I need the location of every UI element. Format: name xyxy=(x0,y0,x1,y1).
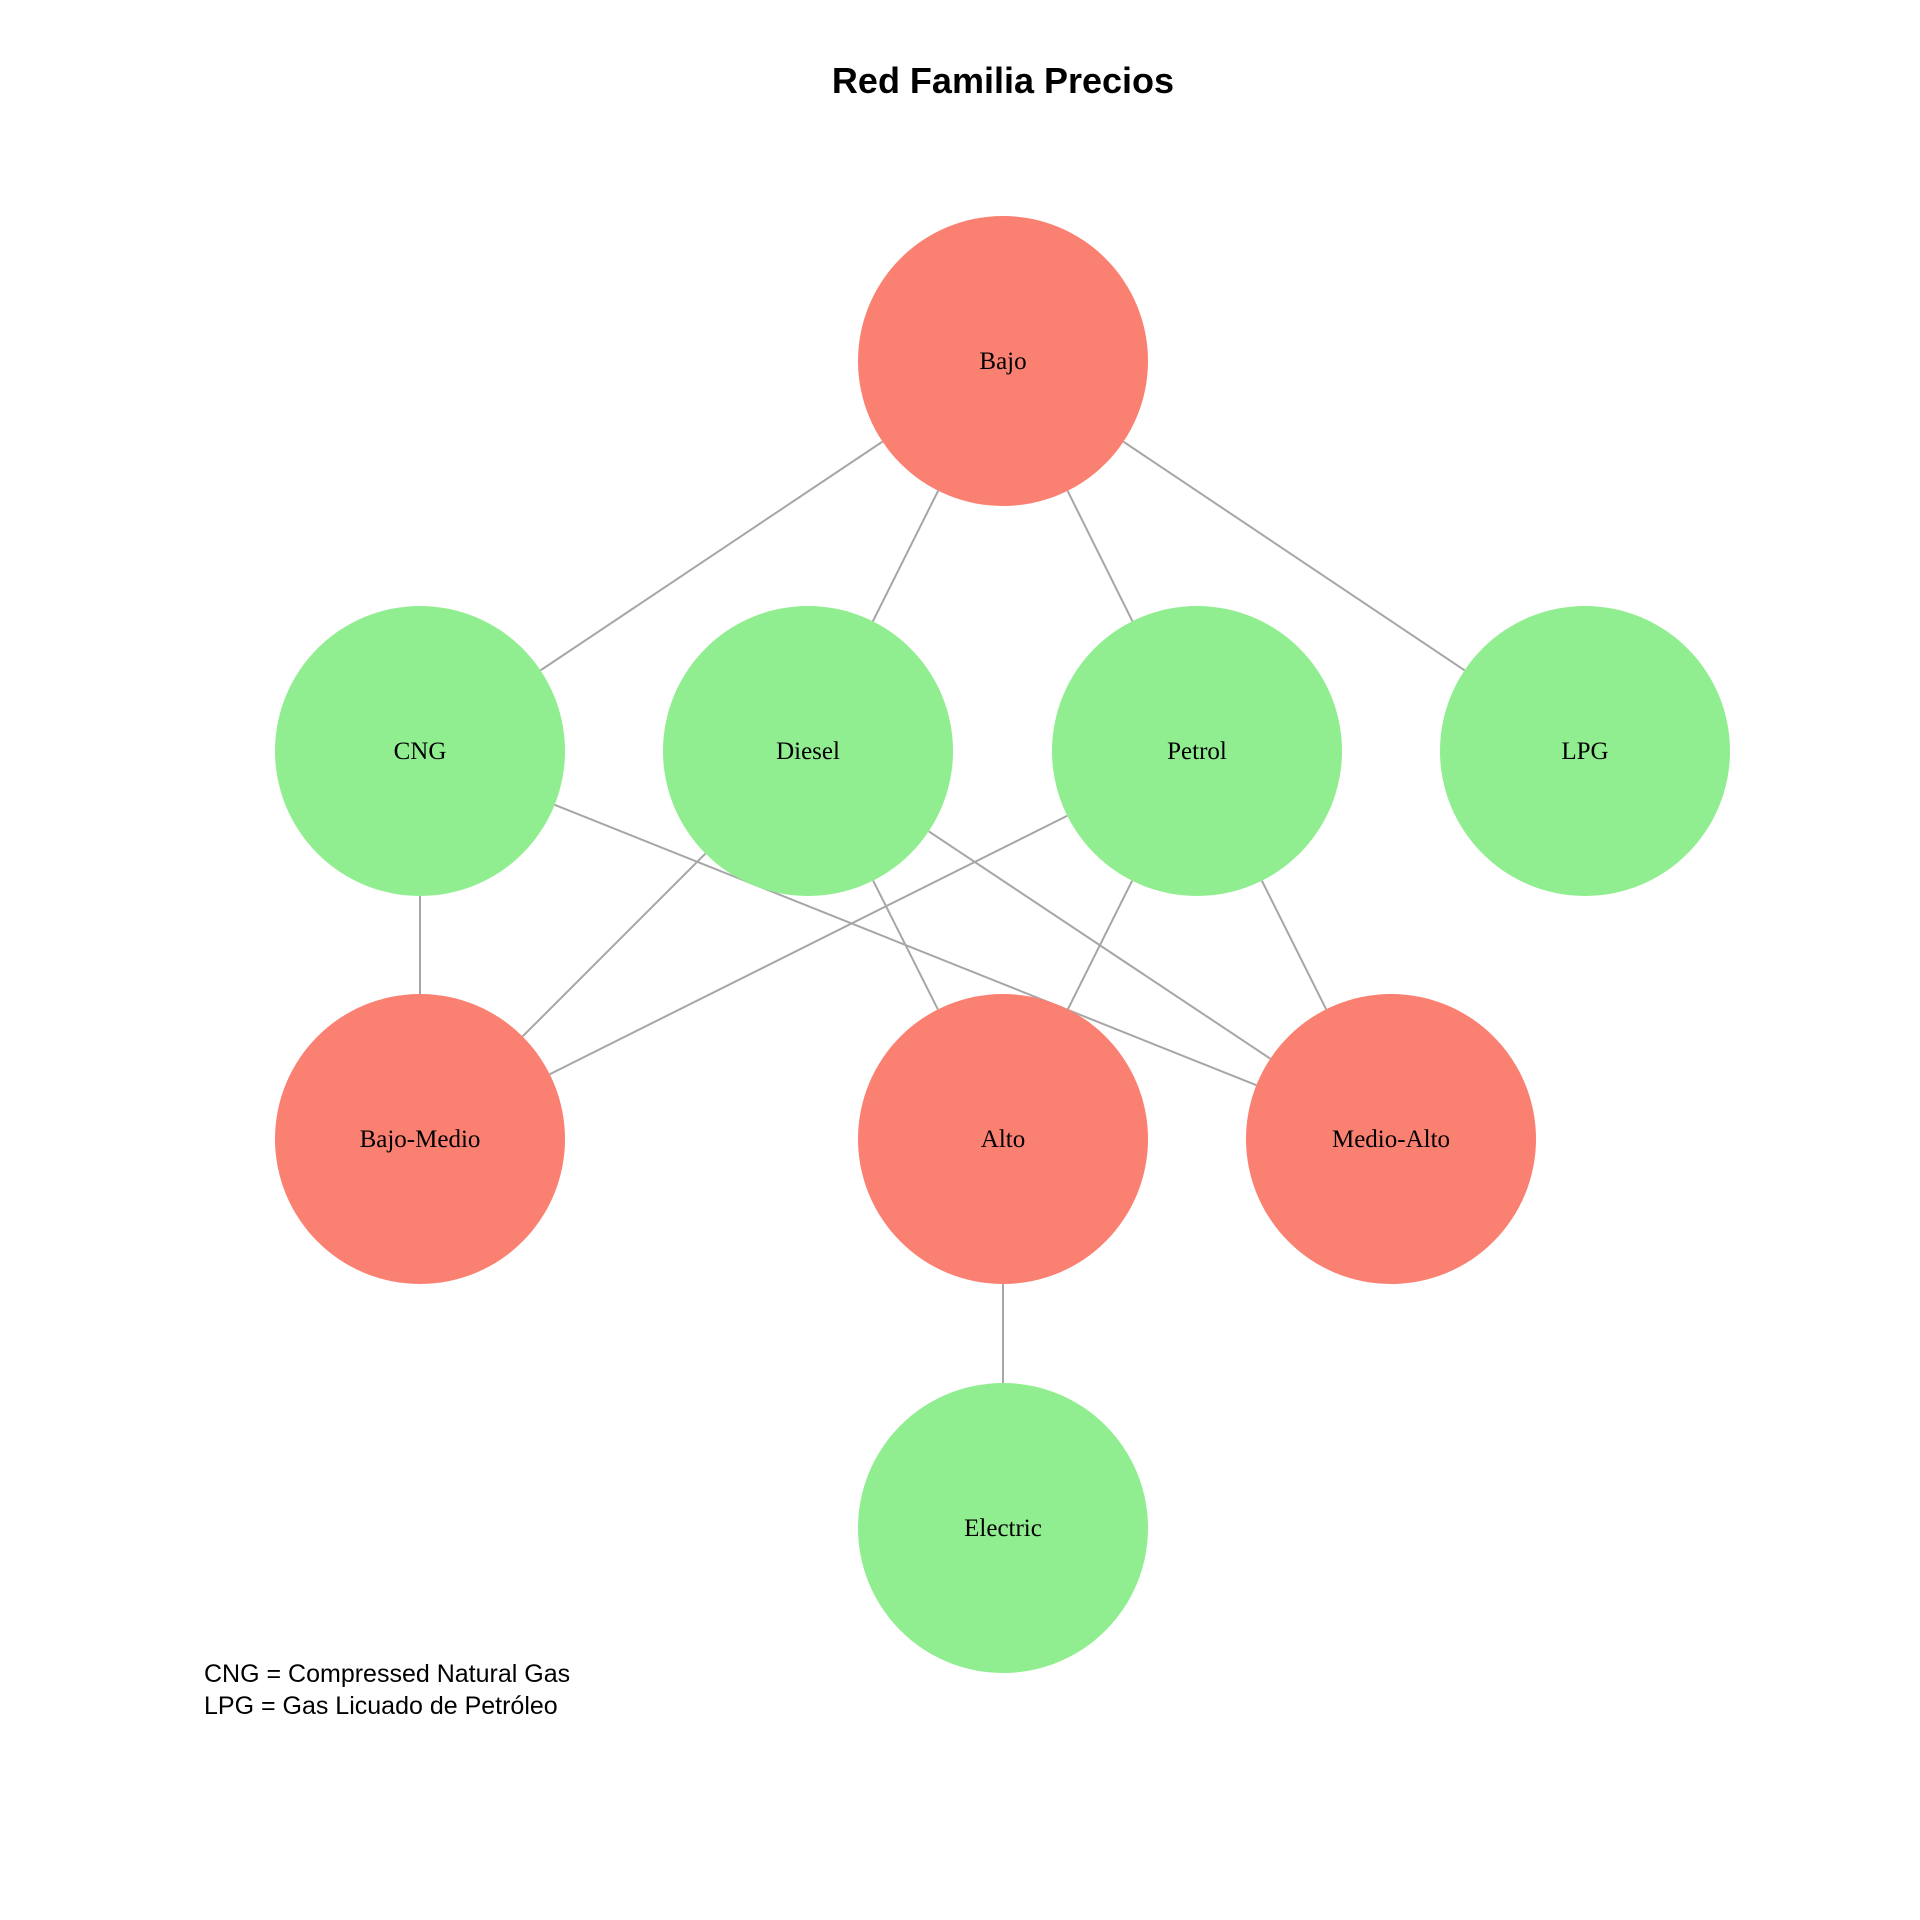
node-electric: Electric xyxy=(858,1383,1148,1673)
node-circle-bajo xyxy=(858,216,1148,506)
node-petrol: Petrol xyxy=(1052,606,1342,896)
node-circle-alto xyxy=(858,994,1148,1284)
edge-layer xyxy=(419,440,1466,1383)
node-circle-lpg xyxy=(1440,606,1730,896)
node-circle-petrol xyxy=(1052,606,1342,896)
diagram-title: Red Familia Precios xyxy=(832,60,1174,101)
node-alto: Alto xyxy=(858,994,1148,1284)
edge-petrol-bajo_medio xyxy=(549,814,1068,1076)
node-cng: CNG xyxy=(275,606,565,896)
node-label-medio_alto: Medio-Alto xyxy=(1332,1126,1450,1153)
node-label-cng: CNG xyxy=(394,738,447,765)
edge-bajo-petrol xyxy=(1066,490,1134,622)
note-lpg: LPG = Gas Licuado de Petróleo xyxy=(204,1692,558,1720)
node-label-electric: Electric xyxy=(964,1515,1042,1542)
node-bajo: Bajo xyxy=(858,216,1148,506)
node-circle-bajo_medio xyxy=(275,994,565,1284)
edge-petrol-medio_alto xyxy=(1260,880,1328,1010)
edge-bajo-lpg xyxy=(1122,440,1466,672)
edge-diesel-alto xyxy=(872,880,939,1010)
node-medio_alto: Medio-Alto xyxy=(1246,994,1536,1284)
node-label-petrol: Petrol xyxy=(1167,738,1227,765)
node-label-alto: Alto xyxy=(981,1126,1025,1153)
node-label-lpg: LPG xyxy=(1561,738,1608,765)
node-circle-medio_alto xyxy=(1246,994,1536,1284)
node-label-bajo: Bajo xyxy=(979,348,1026,375)
edge-bajo-cng xyxy=(539,440,884,672)
node-bajo_medio: Bajo-Medio xyxy=(275,994,565,1284)
edge-diesel-bajo_medio xyxy=(521,852,707,1038)
edge-petrol-alto xyxy=(1066,880,1134,1010)
node-diesel: Diesel xyxy=(663,606,953,896)
note-cng: CNG = Compressed Natural Gas xyxy=(204,1660,570,1688)
node-circle-electric xyxy=(858,1383,1148,1673)
node-circle-cng xyxy=(275,606,565,896)
node-label-bajo_medio: Bajo-Medio xyxy=(360,1126,481,1153)
edge-bajo-diesel xyxy=(871,490,940,622)
node-circle-diesel xyxy=(663,606,953,896)
node-lpg: LPG xyxy=(1440,606,1730,896)
node-label-diesel: Diesel xyxy=(776,738,840,765)
